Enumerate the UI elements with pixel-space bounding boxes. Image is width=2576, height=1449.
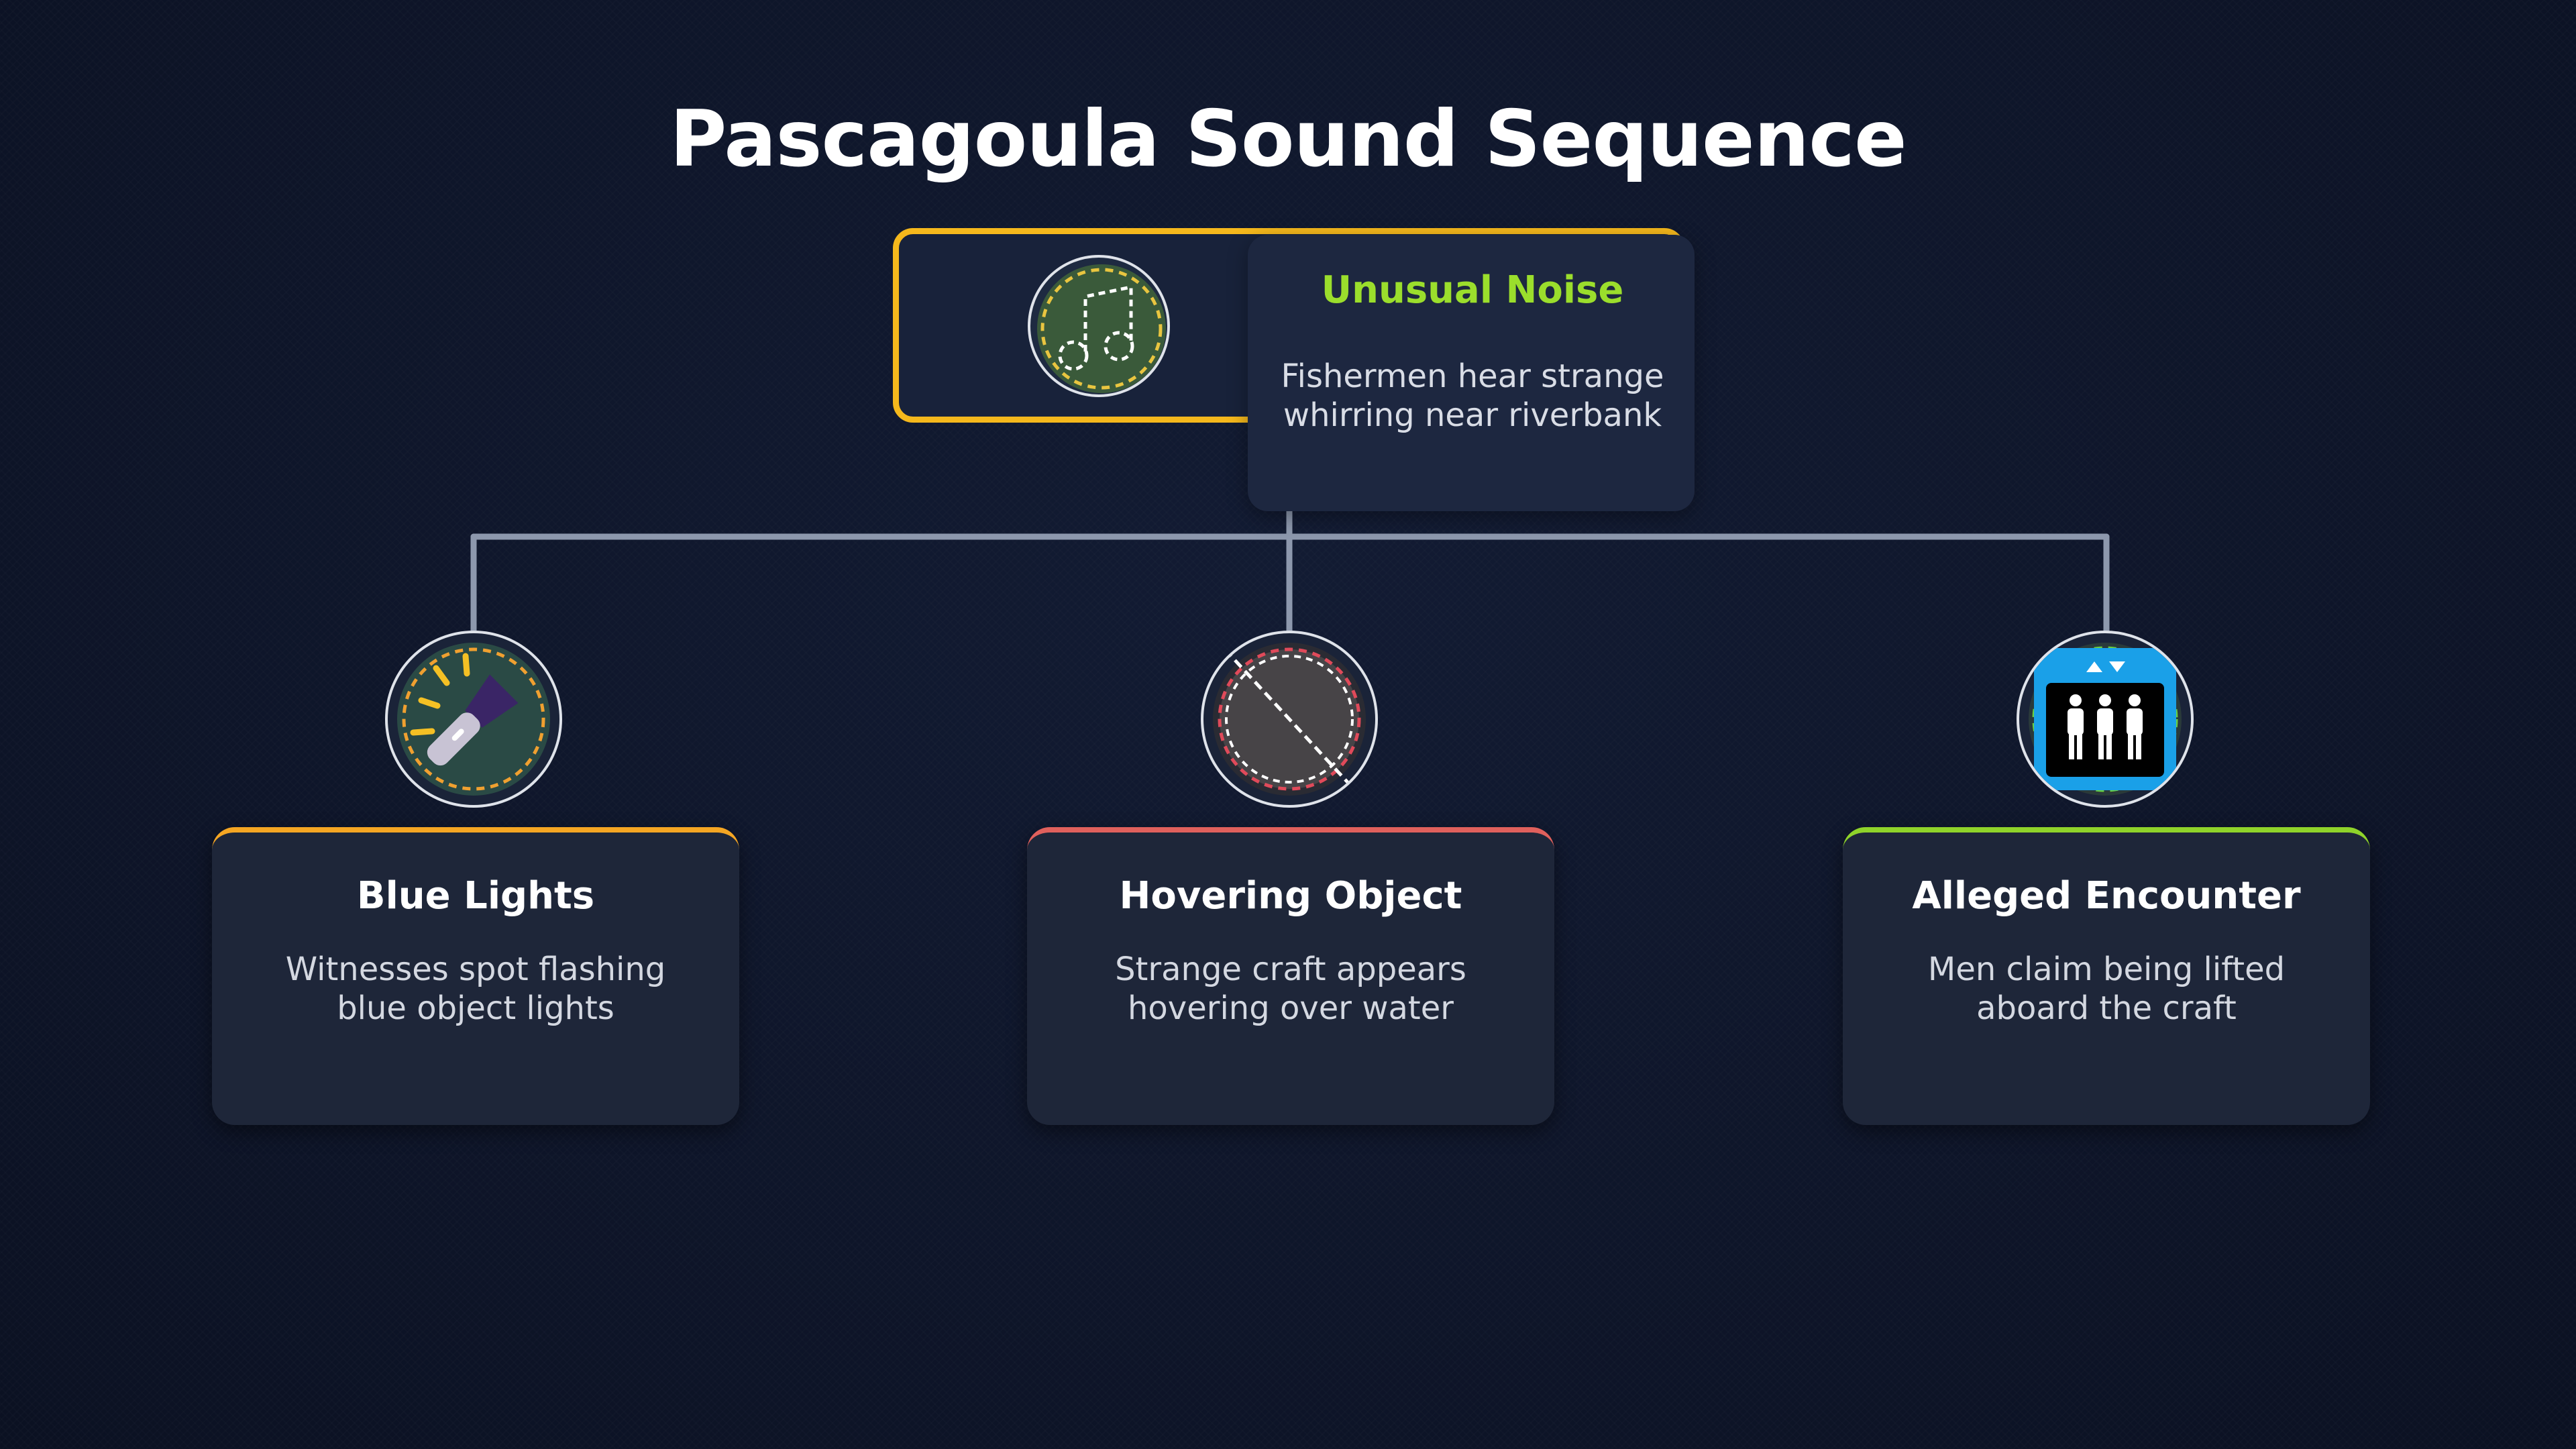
alleged-encounter-title: Alleged Encounter — [1912, 874, 2301, 918]
music-note-icon — [1037, 264, 1166, 393]
page-title: Pascagoula Sound Sequence — [669, 94, 1907, 184]
hovering-object-icon-circle — [1201, 631, 1378, 808]
root-node-title: Unusual Noise — [1321, 268, 1624, 312]
blue-lights-title: Blue Lights — [356, 874, 595, 918]
alleged-encounter-description: Men claim being lifted aboard the craft — [1927, 951, 2286, 1027]
alleged-encounter-card: Alleged Encounter Men claim being lifted… — [1843, 827, 2370, 1125]
blue-lights-card: Blue Lights Witnesses spot flashing blue… — [212, 827, 739, 1125]
flashlight-icon — [397, 643, 550, 796]
alleged-encounter-icon-circle — [2017, 631, 2194, 808]
prohibited-circle-icon — [1213, 643, 1366, 796]
blue-lights-icon-circle — [385, 631, 562, 808]
root-node-card — [1248, 235, 1695, 511]
root-node-description: Fishermen hear strange whirring near riv… — [1281, 358, 1664, 434]
root-icon-circle — [1028, 255, 1170, 397]
hovering-object-description: Strange craft appears hovering over wate… — [1115, 951, 1466, 1027]
hovering-object-card: Hovering Object Strange craft appears ho… — [1027, 827, 1554, 1125]
hovering-object-title: Hovering Object — [1119, 874, 1462, 918]
elevator-people-icon — [2029, 643, 2182, 796]
blue-lights-description: Witnesses spot flashing blue object ligh… — [285, 951, 666, 1027]
